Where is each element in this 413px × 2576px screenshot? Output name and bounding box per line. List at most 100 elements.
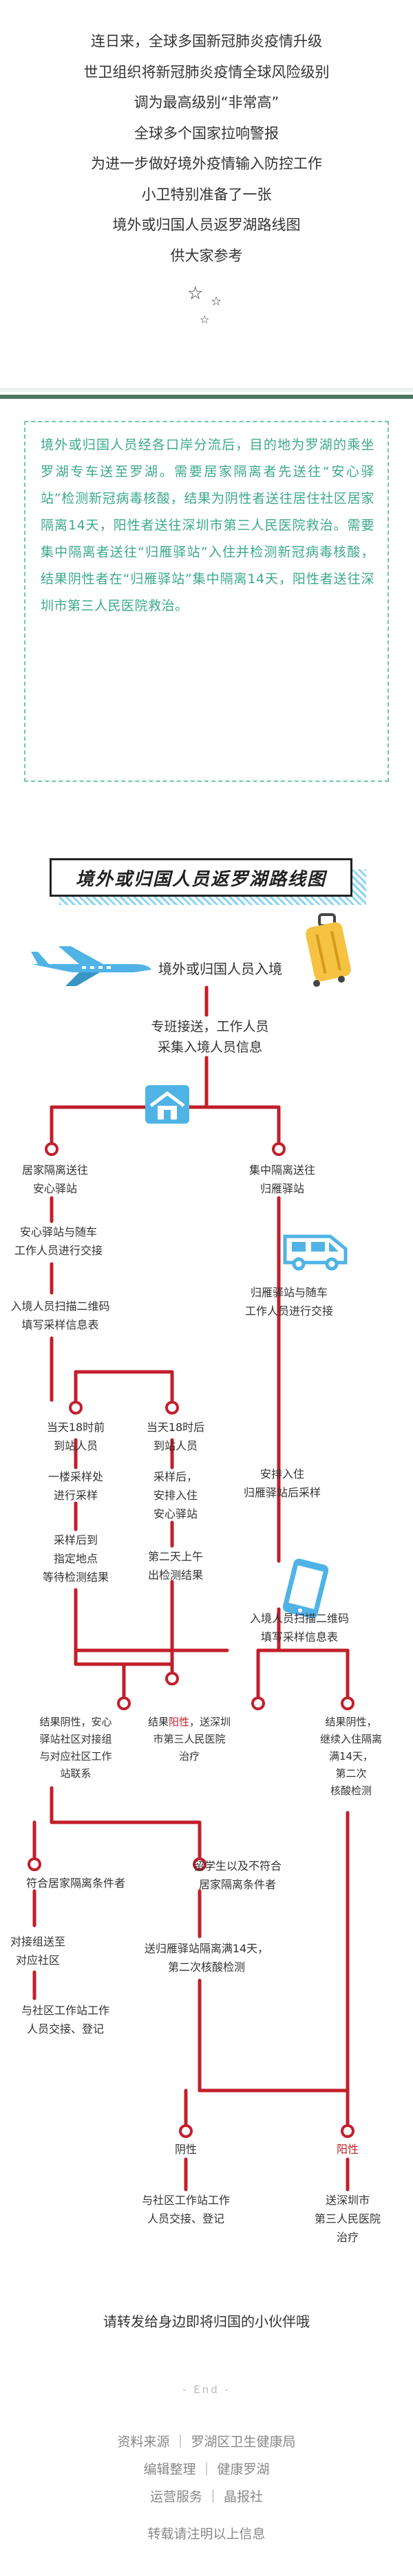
phone-icon xyxy=(282,1558,329,1619)
editor-credit: 编辑整理 ｜ 健康罗湖 xyxy=(143,2462,270,2477)
end-marker: - End - xyxy=(182,2383,231,2396)
flow-negative-continue: 结果阴性， 继续入住隔离 满14天， 第二次 核酸检测 xyxy=(296,1714,406,1800)
flow-text-line: 第三人民医院 xyxy=(314,2212,381,2225)
repost-notice: 转载请注明以上信息 xyxy=(147,2526,266,2542)
flow-central-isolation: 集中隔离送往 归雁驿站 xyxy=(234,1161,330,1198)
flow-start: 境外或归国人员入境 xyxy=(158,961,282,977)
flow-before-18: 当天18时前 到站人员 xyxy=(31,1418,120,1455)
house-icon xyxy=(145,1085,189,1124)
flow-text-line: 驿站社区对接组 xyxy=(39,1733,112,1745)
flow-text-line: 第二天上午 xyxy=(147,1550,203,1563)
flow-wait-result: 采样后到 指定地点 等待检测结果 xyxy=(31,1531,120,1586)
flow-node xyxy=(28,1857,41,1871)
flow-text-line: 到站人员 xyxy=(53,1439,98,1452)
flow-node xyxy=(45,1142,59,1156)
flow-text-line: 第二次核酸检测 xyxy=(167,1961,245,1974)
flow-right-checkin: 安排入住 归雁驿站后采样 xyxy=(231,1465,334,1502)
flow-text-line: 人员交接、登记 xyxy=(26,2022,104,2035)
flow-text-line: 结果阴性，安心 xyxy=(39,1716,112,1728)
pos-prefix: 结果 xyxy=(147,1716,169,1728)
flow-text-line: 进行采样 xyxy=(53,1489,98,1502)
flow-home-qualified: 符合居家隔离条件者 xyxy=(25,1877,125,1890)
intro-line: 境外或归国人员返罗湖路线图 xyxy=(112,217,301,233)
intro-line: 世卫组织将新冠肺炎疫情全球风险级别 xyxy=(83,63,330,80)
flow-text-line: 市第三人民医院 xyxy=(153,1733,226,1745)
operation-credit: 运营服务 ｜ 晶报社 xyxy=(149,2489,264,2504)
flow-text-line: 出检测结果 xyxy=(147,1569,203,1582)
flow-text-line: 治疗 xyxy=(336,2231,359,2244)
divider xyxy=(0,388,413,392)
flow-text-line: 与社区工作站工作 xyxy=(141,2194,230,2207)
flow-node xyxy=(272,1142,286,1156)
flow-text-line: 工作人员进行交接 xyxy=(244,1305,333,1318)
intro-line: 全球多个国家拉响警报 xyxy=(134,124,279,142)
flow-text-line: 专班接送，工作人员 xyxy=(151,1019,269,1034)
flow-text-line: 满14天， xyxy=(328,1750,374,1762)
flow-node xyxy=(179,2124,193,2138)
airplane-icon xyxy=(31,946,151,986)
flow-home-isolation: 居家隔离送往 安心驿站 xyxy=(7,1161,103,1198)
flow-text-line: 与对应社区工作 xyxy=(39,1750,112,1762)
flow-text-line: 留学生以及不符合 xyxy=(193,1859,282,1873)
suitcase-icon xyxy=(306,913,351,987)
flow-text-line: 居家隔离送往 xyxy=(21,1164,88,1177)
flow-text-line: 站联系 xyxy=(60,1767,92,1780)
flow-community-handover: 与社区工作站工作 人员交接、登记 xyxy=(3,2001,127,2038)
summary-box xyxy=(24,421,389,782)
star-icon: ☆ xyxy=(200,313,210,326)
star-icon: ☆ xyxy=(211,294,222,309)
flow-text-line: 工作人员进行交接 xyxy=(14,1244,103,1257)
flow-left-handover: 安心驿站与随车 工作人员进行交接 xyxy=(3,1223,114,1260)
flow-to-guiyan: 送归雁驿站隔离满14天， 第二次核酸检测 xyxy=(131,1939,282,1976)
flow-sample-then-stay: 采样后， 安排入住 安心驿站 xyxy=(131,1467,220,1523)
intro-line: 连日来，全球多国新冠肺炎疫情升级 xyxy=(91,33,322,50)
flow-to-community: 对接组送至 对应社区 xyxy=(0,1932,76,1969)
flow-next-morning-result: 第二天上午 出检测结果 xyxy=(131,1547,220,1584)
flow-negative-community: 结果阴性，安心 驿站社区对接组 与对应社区工作 站联系 xyxy=(21,1714,131,1782)
share-reminder: 请转发给身边即将归国的小伙伴哦 xyxy=(103,2313,310,2330)
flow-text-line: 归雁驿站后采样 xyxy=(243,1486,321,1499)
flow-final-negative-handover: 与社区工作站工作 人员交接、登记 xyxy=(124,2191,248,2228)
flow-text-line: 当天18时后 xyxy=(146,1421,205,1434)
flow-text-line: 归雁驿站与随车 xyxy=(250,1286,328,1299)
flow-text-line: 采集入境人员信息 xyxy=(157,1040,262,1055)
flow-text-line: 送深圳市 xyxy=(325,2194,370,2207)
summary-text: 境外或归国人员经各口岸分流后，目的地为罗湖的乘坐罗湖专车送至罗湖。需要居家隔离者… xyxy=(41,437,374,613)
flow-text-line: 安心驿站 xyxy=(32,1182,77,1195)
flow-after-18: 当天18时后 到站人员 xyxy=(131,1418,220,1455)
diagram-title-banner: 境外或归国人员返罗湖路线图 xyxy=(50,858,366,905)
positive-label: 阳性 xyxy=(168,1716,189,1728)
flow-text-line: 对接组送至 xyxy=(10,1935,65,1948)
flow-right-scan: 入境人员扫描二维码 填写采样信息表 xyxy=(234,1609,365,1646)
star-icon: ☆ xyxy=(187,283,204,304)
intro-line: 调为最高级别“非常高” xyxy=(134,94,279,111)
flow-text-line: 人员交接、登记 xyxy=(147,2212,224,2225)
pos-rest: ，送深圳 xyxy=(189,1716,231,1728)
flow-node xyxy=(251,1696,265,1710)
flow-text-line: 继续入住隔离 xyxy=(319,1733,382,1745)
flow-text-line: 对应社区 xyxy=(15,1954,60,1967)
intro-line: 供大家参考 xyxy=(170,247,243,264)
flow-node xyxy=(117,1696,131,1710)
flow-text-line: 等待检测结果 xyxy=(42,1571,109,1584)
flow-positive-hospital: 结果阳性，送深圳 市第三人民医院 治疗 xyxy=(138,1714,241,1765)
flow-pickup: 专班接送，工作人员 采集入境人员信息 xyxy=(131,1016,289,1058)
flow-text-line: 结果阴性， xyxy=(325,1716,377,1728)
flow-final-positive: 阳性 xyxy=(336,2143,359,2156)
flow-text-line: 入境人员扫描二维码 xyxy=(10,1300,110,1313)
intro-block: 连日来，全球多国新冠肺炎疫情升级 世卫组织将新冠肺炎疫情全球风险级别 调为最高级… xyxy=(0,26,413,271)
flow-text-line: 填写采样信息表 xyxy=(260,1630,338,1644)
flow-text-line: 填写采样信息表 xyxy=(21,1318,99,1331)
source-credit: 资料来源 ｜ 罗湖区卫生健康局 xyxy=(117,2434,296,2449)
flow-final-positive-hospital: 送深圳市 第三人民医院 治疗 xyxy=(296,2191,399,2247)
flow-text-line: 一楼采样处 xyxy=(47,1470,103,1483)
diagram-title: 境外或归国人员返罗湖路线图 xyxy=(50,858,352,897)
flow-text-line: 核酸检测 xyxy=(330,1784,372,1797)
flow-text-line: 与社区工作站工作 xyxy=(21,2004,109,2017)
flow-text-line: 采样后， xyxy=(153,1470,198,1483)
flow-text-line: 送归雁驿站隔离满14天， xyxy=(144,1942,269,1955)
flow-final-negative: 阴性 xyxy=(174,2143,197,2156)
flow-node xyxy=(165,1401,179,1415)
flow-node xyxy=(69,1401,83,1415)
